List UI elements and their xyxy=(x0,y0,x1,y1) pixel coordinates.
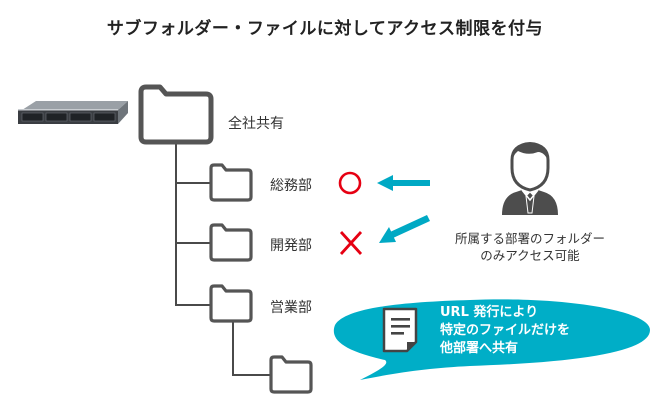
folder-label-root: 全社共有 xyxy=(228,116,284,132)
user-note-line-1: 所属する部署のフォルダー xyxy=(454,231,605,246)
access-denied-icon xyxy=(339,231,363,255)
nas-server-icon xyxy=(18,101,128,124)
subfolder-icon[interactable] xyxy=(269,355,313,394)
bubble-text: URL 発行により 特定のファイルだけを 他部署へ共有 xyxy=(440,304,570,358)
bubble-line-2: 特定のファイルだけを xyxy=(440,323,571,338)
folder-icon-eigyo[interactable] xyxy=(209,284,253,323)
folder-icon-somu[interactable] xyxy=(209,163,253,202)
tree-connector-lines xyxy=(175,143,270,376)
folder-label-eigyo: 営業部 xyxy=(270,300,312,316)
root-folder-icon[interactable] xyxy=(138,84,214,145)
arrow-to-kaihatsu-icon xyxy=(379,215,430,243)
folder-label-kaihatsu: 開発部 xyxy=(270,238,312,254)
bubble-line-3: 他部署へ共有 xyxy=(440,341,519,356)
user-icon xyxy=(502,142,558,215)
diagram-title: サブフォルダー・ファイルに対してアクセス制限を付与 xyxy=(106,19,544,39)
user-access-note: 所属する部署のフォルダー のみアクセス可能 xyxy=(425,230,635,264)
folder-icon-kaihatsu[interactable] xyxy=(209,223,253,262)
user-note-line-2: のみアクセス可能 xyxy=(480,248,580,263)
arrow-to-somu-icon xyxy=(377,175,430,191)
document-icon xyxy=(382,307,418,353)
access-allowed-icon xyxy=(338,171,362,195)
folder-label-somu: 総務部 xyxy=(270,178,312,194)
bubble-line-1: URL 発行により xyxy=(440,305,539,320)
